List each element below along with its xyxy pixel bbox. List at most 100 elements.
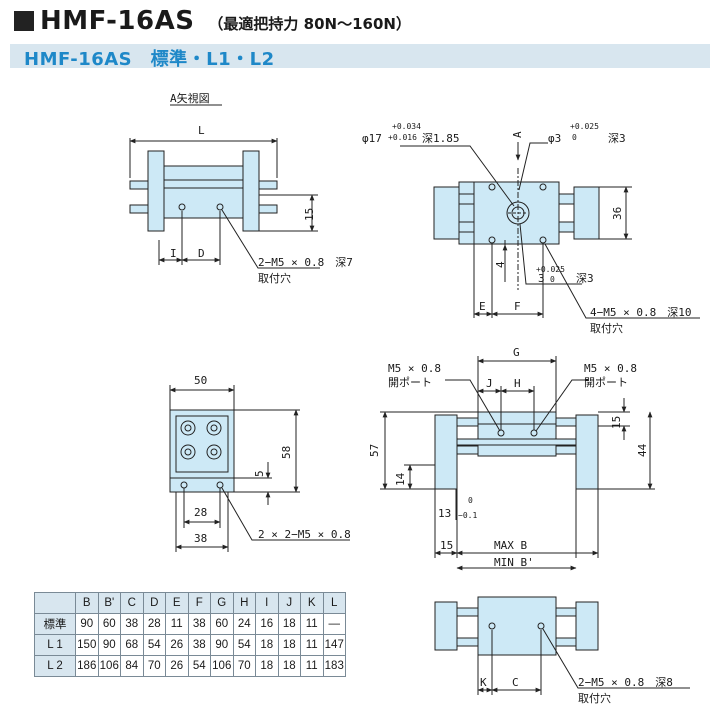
table-cell: 11 [300, 655, 324, 677]
table-row: L 2 186 106 84 70 26 54 106 70 18 18 11 … [34, 655, 346, 677]
dim-G: G [513, 346, 520, 359]
view-bottom [434, 596, 690, 695]
table-cell: 54 [187, 655, 211, 677]
table-cell: 26 [165, 655, 189, 677]
view-top [400, 142, 700, 319]
table-cell: 16 [255, 613, 279, 635]
table-row: L 1 150 90 68 54 26 38 90 54 18 18 11 14… [34, 634, 346, 656]
table-row-header: L 1 [34, 634, 76, 656]
table-header-cell: L [322, 592, 346, 614]
dim-36: 36 [611, 207, 624, 220]
table-row-header: L 2 [34, 655, 76, 677]
phi3-depth: 深3 [608, 132, 626, 145]
dim-28: 28 [194, 506, 207, 519]
dim-44: 44 [636, 443, 649, 457]
dim-E: E [479, 300, 486, 313]
table-cell: 54 [142, 634, 166, 656]
dim-38: 38 [194, 532, 207, 545]
table-cell: 18 [255, 634, 279, 656]
dim-58: 58 [280, 446, 293, 459]
table-cell: 60 [97, 613, 121, 635]
table-cell: 147 [322, 634, 346, 656]
table-cell: 18 [277, 655, 301, 677]
dim-D: D [198, 247, 205, 260]
grip-force-subtitle: （最適把持力 80N～160N） [208, 15, 411, 33]
port-right-1: M5 × 0.8 [584, 362, 637, 375]
phi17-tol-top: +0.034 [392, 122, 421, 131]
depth185-label: 深1.85 [422, 132, 460, 145]
table-cell: 18 [255, 655, 279, 677]
dim-13: 13 [438, 507, 451, 520]
dim-15-a: 15 [303, 208, 316, 221]
table-cell: 106 [97, 655, 121, 677]
table-header-cell: D [142, 592, 166, 614]
view1-callout: 2−M5 × 0.8 深7 [258, 256, 353, 269]
table-header-cell: B [75, 592, 99, 614]
phi3-tol-top: +0.025 [570, 122, 599, 131]
table-cell: 11 [300, 613, 324, 635]
view5-callout-2: 取付穴 [578, 691, 611, 705]
dim-H: H [514, 377, 521, 390]
table-cell: 84 [120, 655, 144, 677]
table-header-cell [34, 592, 76, 614]
table-cell: 38 [187, 613, 211, 635]
table-cell: 150 [75, 634, 99, 656]
lower-3: 3 [538, 272, 545, 285]
title-square-icon [14, 11, 34, 31]
table-cell: — [322, 613, 346, 635]
phi3-tol-bot: 0 [572, 133, 577, 142]
table-header-cell: H [232, 592, 256, 614]
table-cell: 11 [165, 613, 189, 635]
table-cell: 90 [210, 634, 234, 656]
max-b: MAX B [494, 539, 527, 552]
table-cell: 70 [142, 655, 166, 677]
view-end [169, 385, 350, 552]
table-header-cell: F [187, 592, 211, 614]
dim-15-right: 15 [610, 416, 623, 429]
table-cell: 70 [232, 655, 256, 677]
lower-tol-bot: 0 [550, 275, 555, 284]
table-header-cell: G [210, 592, 234, 614]
table-cell: 24 [232, 613, 256, 635]
phi17-tol-bot: +0.016 [388, 133, 417, 142]
table-cell: 38 [187, 634, 211, 656]
table-cell: 38 [120, 613, 144, 635]
dim-F: F [514, 300, 521, 313]
dim-5: 5 [253, 470, 266, 477]
table-header-row: B B' C D E F G H I J K L [34, 592, 346, 614]
phi17-label: φ17 [362, 132, 382, 145]
a-view-label: A矢視図 [170, 91, 210, 105]
dim-I: I [170, 247, 177, 260]
table-cell: 26 [165, 634, 189, 656]
table-cell: 11 [300, 634, 324, 656]
port-left-1: M5 × 0.8 [388, 362, 441, 375]
table-cell: 18 [277, 613, 301, 635]
phi3-label: φ3 [548, 132, 561, 145]
table-header-cell: B' [97, 592, 121, 614]
view2-callout-2: 取付穴 [590, 321, 623, 335]
table-cell: 60 [210, 613, 234, 635]
view-a-side [129, 138, 320, 269]
view2-callout: 4−M5 × 0.8 深10 [590, 306, 691, 319]
dim-L: L [198, 124, 205, 137]
arrow-a-label: A [511, 131, 524, 138]
view-side [380, 356, 655, 571]
view3-callout: 2 × 2−M5 × 0.8 [258, 528, 351, 541]
table-cell: 90 [75, 613, 99, 635]
table-header-cell: C [120, 592, 144, 614]
dim-14: 14 [394, 472, 407, 486]
dim-4: 4 [494, 261, 507, 268]
table-cell: 186 [75, 655, 99, 677]
table-row: 標準 90 60 38 28 11 38 60 24 16 18 11 — [34, 613, 346, 635]
title-block: HMF-16AS （最適把持力 80N～160N） [14, 6, 411, 40]
port-left-2: 開ポート [388, 376, 432, 389]
dim-15-bottom: 15 [440, 539, 453, 552]
table-cell: 183 [322, 655, 346, 677]
table-row-header: 標準 [34, 613, 76, 635]
table-cell: 54 [232, 634, 256, 656]
dim-K: K [480, 676, 487, 689]
lower-tol-top: +0.025 [536, 265, 565, 274]
table-cell: 18 [277, 634, 301, 656]
view1-callout-2: 取付穴 [258, 271, 291, 285]
